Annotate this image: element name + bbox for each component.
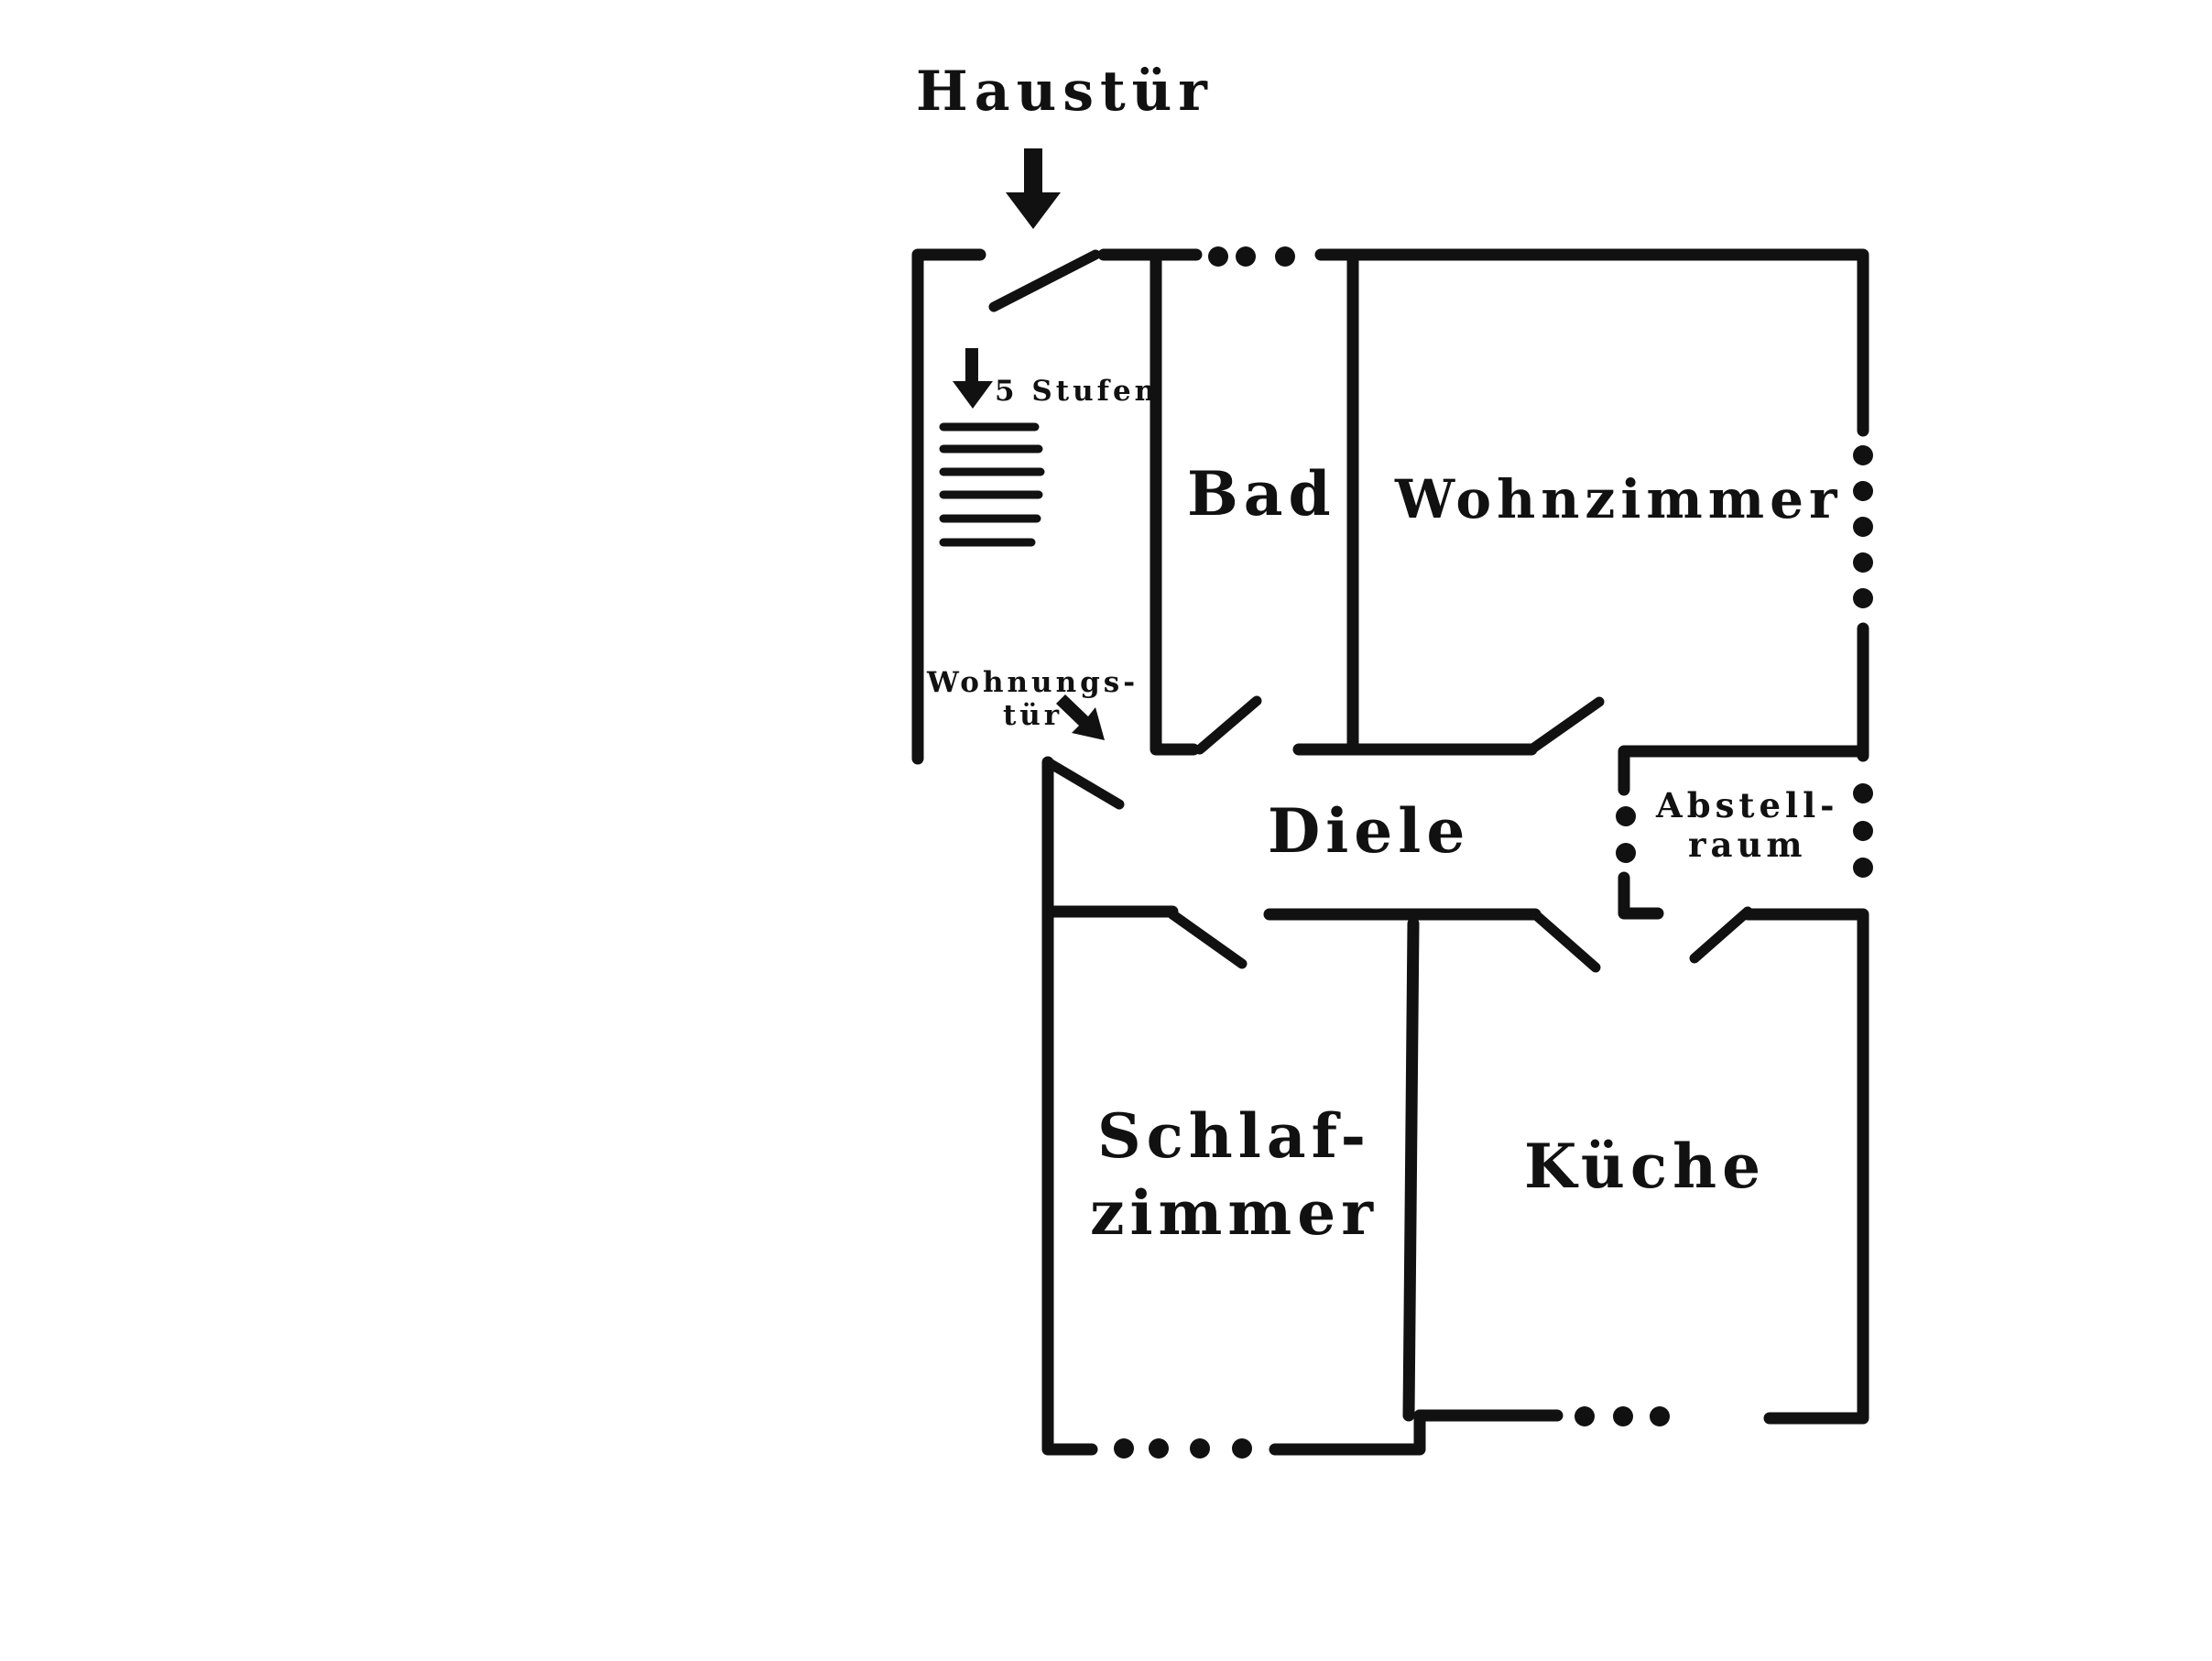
stairs [939,422,1045,547]
storage-wall-lower [1618,871,1664,920]
kitchen-window [1575,1406,1670,1426]
kitchen-right-wall [1741,908,1869,1425]
steps-label: 5 Stufen [995,375,1160,408]
living-window [1853,445,1873,608]
storage-door-leaf [1689,906,1753,964]
apartment-door-label: Wohnungs- tür [927,666,1139,732]
front-door-leaf [988,249,1101,312]
storage-right-window [1853,783,1873,878]
storage-walls [1618,745,1869,796]
kitchen-door-leaf [1530,909,1601,973]
living-door-leaf [1526,696,1605,755]
room-label-bedroom: Schlaf- zimmer [1090,1098,1378,1252]
bedroom-walls [1041,756,1098,1456]
room-label-living: Wohnzimmer [1395,468,1843,530]
bath-window [1208,246,1295,267]
living-walls [1314,248,1869,437]
arrow-down-icon [1006,148,1061,229]
bedroom-bottom-wall [1269,1409,1426,1456]
storage-left-window [1616,806,1636,863]
bedroom-label-line2: zimmer [1090,1177,1378,1250]
apartment-door-label-line2: tür [1002,698,1063,732]
apartment-door-arrow-icon [1056,694,1105,740]
bedroom-label-line1: Schlaf- [1096,1100,1372,1172]
apartment-door-label-line1: Wohnungs- [927,666,1139,699]
bedroom-door-leaf [1167,909,1248,969]
apartment-door-leaf [1042,757,1125,810]
storage-label-line2: raum [1687,824,1807,865]
bedroom-window [1114,1438,1252,1459]
room-label-storage: Abstell- raum [1656,786,1839,864]
steps-arrow-icon [953,348,993,409]
room-label-kitchen: Küche [1524,1131,1767,1202]
front-door-label: Haustür [916,60,1214,124]
room-label-hall: Diele [1268,795,1471,867]
bedroom-kitchen-partition [1402,917,1420,1422]
bath-door-leaf [1194,695,1262,755]
room-label-bath: Bad [1187,458,1336,530]
storage-label-line1: Abstell- [1656,785,1839,825]
